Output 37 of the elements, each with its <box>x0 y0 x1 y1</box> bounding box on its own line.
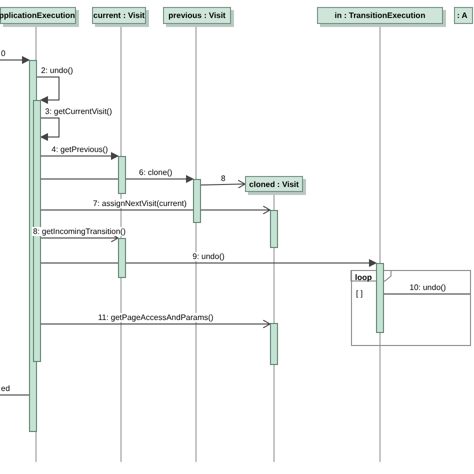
message-arrow <box>36 76 60 104</box>
activation-bar <box>33 100 41 362</box>
message-label: ed <box>0 384 11 393</box>
activation-bar <box>270 323 278 365</box>
activation-bar <box>118 238 126 278</box>
message-label: 2: undo() <box>40 66 74 75</box>
message-arrow <box>200 180 246 189</box>
message-label: 8: getIncomingTransition() <box>32 227 127 236</box>
message-label: 4: getPrevious() <box>50 145 109 154</box>
message-label: 6: clone() <box>138 168 174 177</box>
lifeline-head: current : Visit <box>92 7 146 24</box>
guard-condition: [ ] <box>356 289 363 298</box>
lifeline-head: cloned : Visit <box>245 176 303 192</box>
message-label: 10: undo() <box>408 283 447 292</box>
message-label: 11: getPageAccessAndParams() <box>97 313 214 322</box>
message-label: 9: undo() <box>192 252 226 261</box>
message-label: 0 <box>0 49 6 58</box>
message-arrow <box>40 320 270 328</box>
loop-frame <box>351 270 471 346</box>
message-label: 8 <box>220 174 226 183</box>
activation-bar <box>270 210 278 248</box>
message-arrow <box>40 175 194 183</box>
lifeline-head: in : TransitionExecution <box>317 7 443 24</box>
message-arrow <box>40 234 118 242</box>
message-arrow <box>40 152 119 160</box>
frame-operator: loop <box>355 273 372 282</box>
message-label: 3: getCurrentVisit() <box>44 107 113 116</box>
activation-bar <box>118 156 126 194</box>
message-arrow <box>40 259 377 267</box>
lifeline-head: : A <box>454 7 473 24</box>
activation-bar <box>193 179 201 223</box>
message-arrow <box>40 118 60 141</box>
lifeline-head: previous : Visit <box>163 7 231 24</box>
message-arrow <box>40 206 270 214</box>
message-arrow <box>0 56 30 64</box>
message-label: 7: assignNextVisit(current) <box>92 199 188 208</box>
activation-bar <box>376 263 384 333</box>
